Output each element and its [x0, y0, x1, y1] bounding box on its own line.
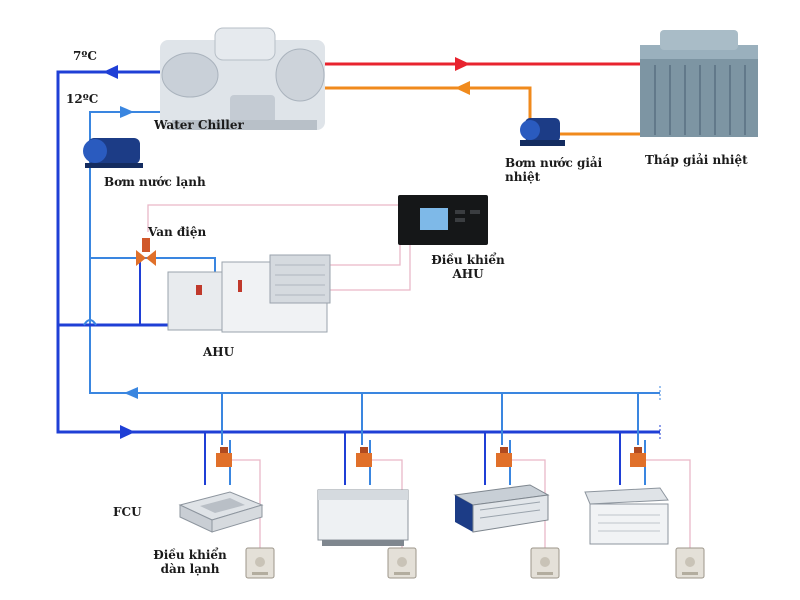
label-water-chiller: Water Chiller	[154, 118, 244, 132]
label-cooling-water-pump: Bơm nước giải nhiệt	[505, 156, 603, 184]
thermostat-icon	[387, 547, 417, 579]
flow-arrow-supply-bottom	[120, 425, 135, 439]
valve-icon	[496, 447, 512, 467]
pump-icon	[520, 118, 565, 146]
label-temp-supply: 7ºC	[73, 49, 97, 63]
flow-arrow-supply-top	[103, 65, 118, 79]
thermostat-icon	[530, 547, 560, 579]
label-electric-valve: Van điện	[148, 225, 207, 239]
fcu-floor-icon	[317, 489, 409, 546]
label-fcu-controller: Điều khiển dàn lạnh	[153, 548, 227, 576]
ahu-icon	[167, 254, 331, 333]
label-cooling-tower: Tháp giải nhiệt	[645, 153, 748, 167]
flow-arrow-return-bottom	[124, 387, 138, 399]
thermostat-icon	[675, 547, 705, 579]
flow-arrow-hot	[455, 57, 470, 71]
valve-icon	[136, 238, 156, 266]
label-ahu: AHU	[203, 345, 235, 359]
flow-arrow-cold	[455, 81, 470, 95]
pump-icon	[83, 138, 143, 168]
controller-panel-icon	[398, 195, 488, 245]
label-ahu-controller: Điều khiển AHU	[431, 253, 505, 281]
label-temp-return: 12ºC	[66, 92, 99, 106]
fcu-ducted-icon	[453, 484, 550, 533]
label-chilled-water-pump: Bơm nước lạnh	[104, 175, 206, 189]
cooling-tower-icon	[640, 30, 758, 137]
fcu-cassette-icon	[178, 491, 264, 533]
fcu-ceiling-icon	[584, 487, 669, 545]
valve-icon	[356, 447, 372, 467]
thermostat-icon	[245, 547, 275, 579]
valve-icon	[216, 447, 232, 467]
fcu-branches	[204, 393, 646, 485]
chilled-water-piping	[56, 65, 661, 440]
flow-arrow-return-top	[120, 106, 134, 118]
label-fcu: FCU	[113, 505, 142, 519]
chiller-icon	[160, 27, 325, 130]
condenser-loop	[325, 57, 692, 136]
valve-icon	[630, 447, 646, 467]
